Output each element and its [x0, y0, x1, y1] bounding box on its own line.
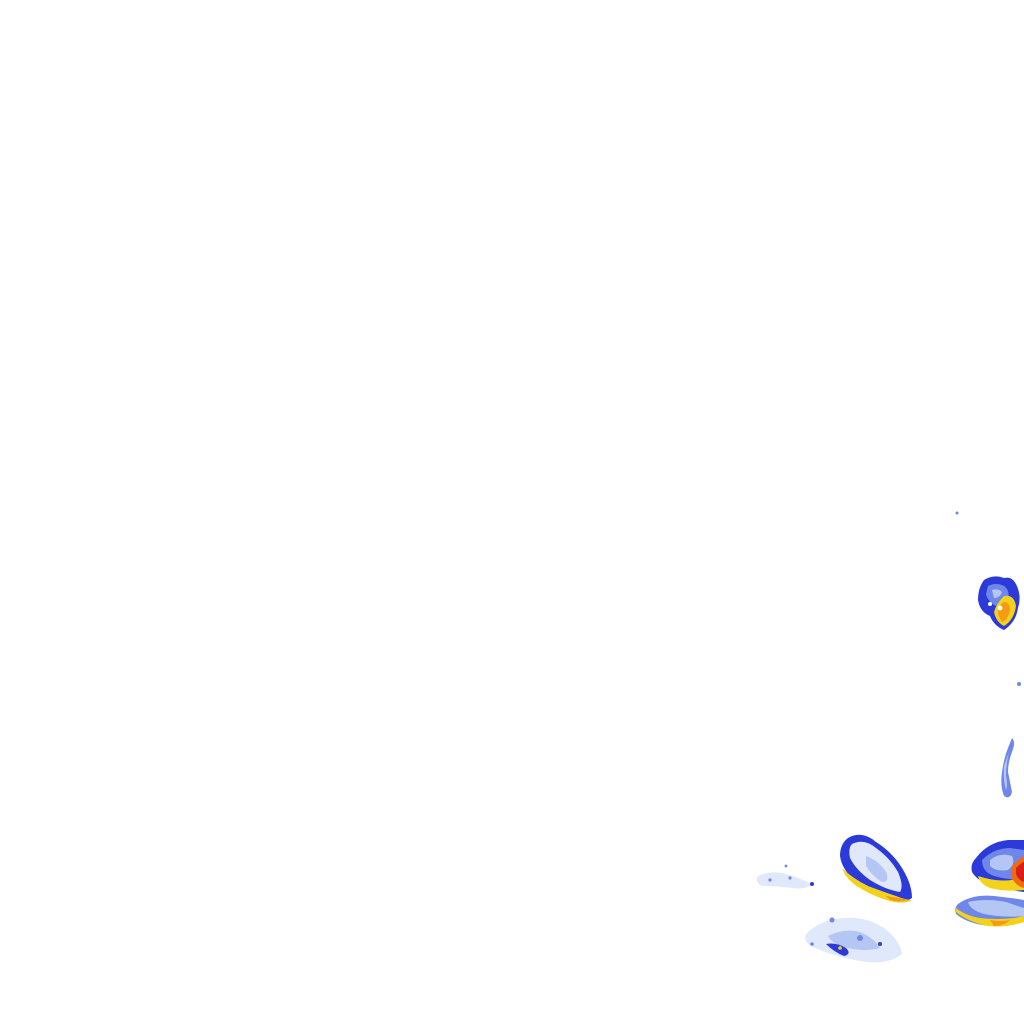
reflectivity-speck [955, 511, 959, 515]
band-south-center-orange [886, 896, 908, 902]
cluster-south-strong [826, 943, 849, 956]
cluster-south-speck [857, 935, 863, 941]
band-south-west-speck [768, 878, 772, 882]
reflectivity-band-south-center [840, 834, 912, 903]
cluster-south-speck [810, 942, 814, 946]
reflectivity-cell-north [978, 576, 1020, 630]
cell-southeast-red [1016, 862, 1024, 882]
band-south-center-yellow [842, 868, 912, 903]
reflectivity-band-south-west [756, 864, 814, 889]
reflectivity-cluster-south [805, 917, 902, 963]
cluster-south-yellow [838, 946, 842, 950]
cluster-south-speck [878, 942, 882, 946]
cell-north-hole [997, 605, 1003, 611]
band-south-west-speck [810, 882, 814, 886]
cluster-south-speck [829, 917, 835, 923]
reflectivity-speck [1017, 682, 1021, 686]
band-south-west-speck [788, 876, 792, 880]
cell-southeast-yellow [978, 874, 1024, 891]
reflectivity-streak-east [1001, 738, 1014, 798]
reflectivity-cell-southeast [955, 840, 1024, 927]
band-south-west-speck [784, 864, 788, 868]
cluster-south-mid [828, 930, 880, 950]
cell-north-light [992, 589, 1002, 598]
band-south-west-scatter [756, 872, 812, 889]
cell-southeast-light [990, 854, 1014, 871]
cell-southeast-lower-orange [990, 920, 1010, 926]
cell-southeast-lower-light [968, 900, 1024, 917]
cell-north-hole [988, 602, 992, 606]
band-south-center-mid [866, 856, 888, 882]
streak-east-light [1003, 752, 1009, 790]
